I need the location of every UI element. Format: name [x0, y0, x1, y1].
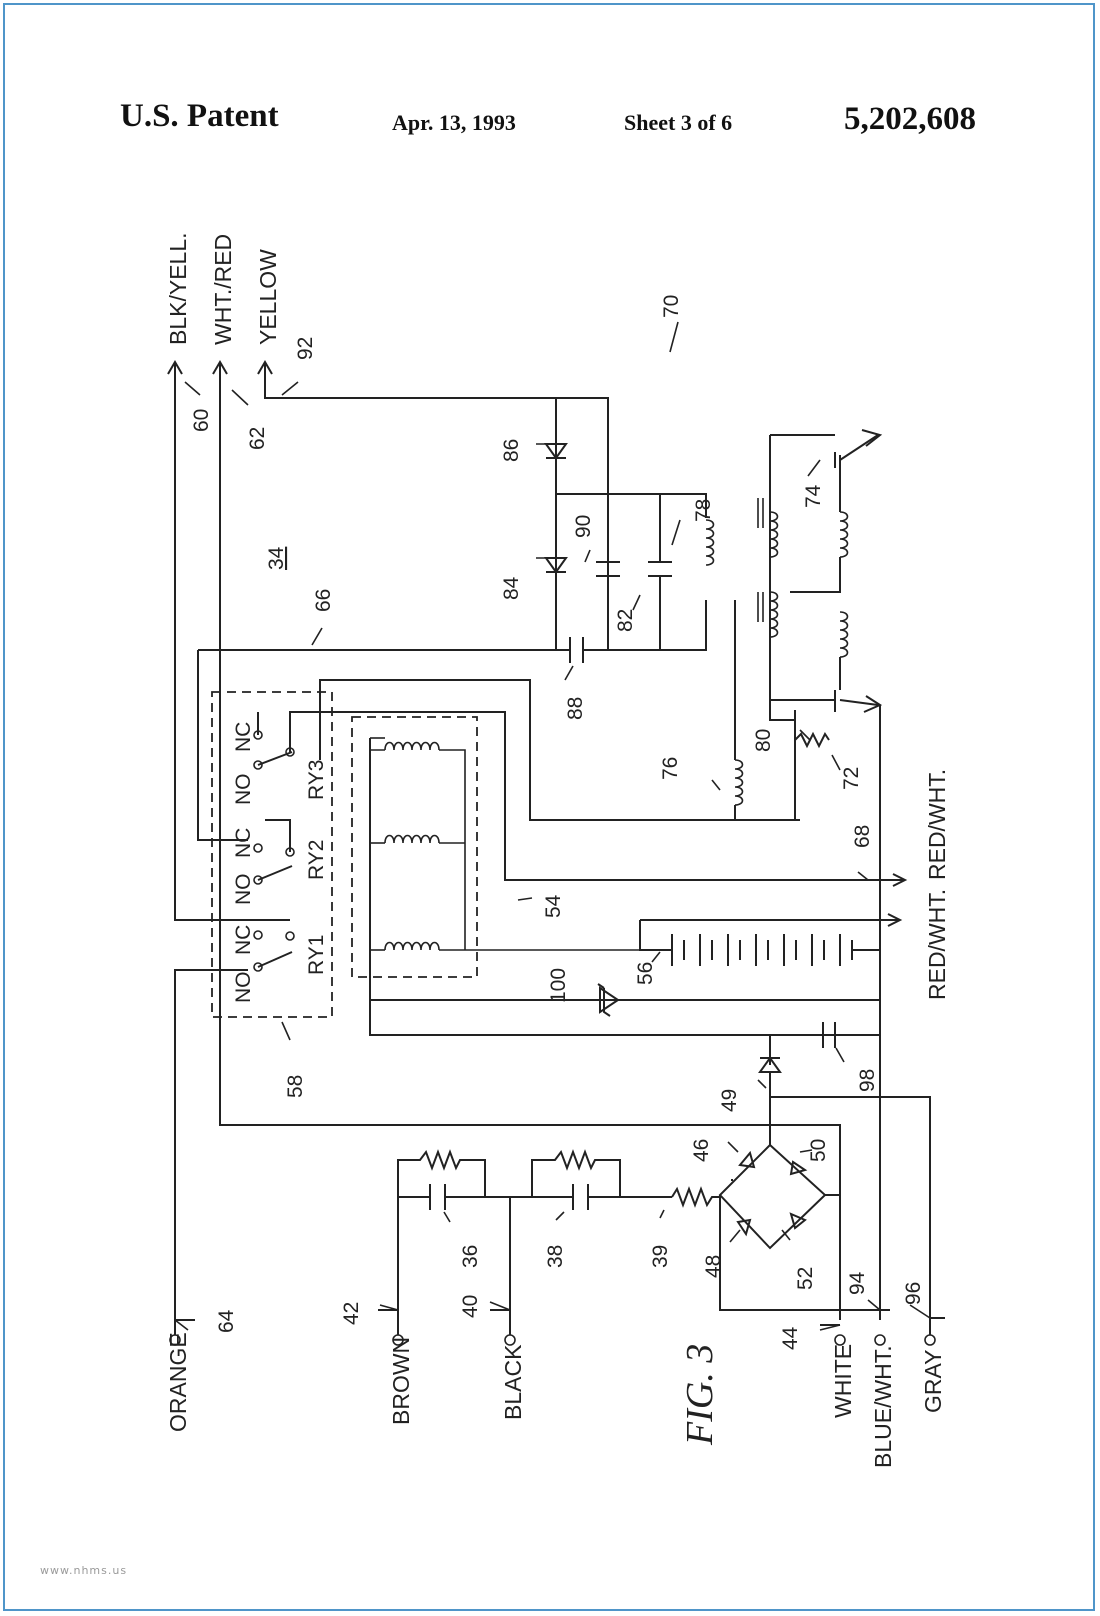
relay-ry2-label: RY2 [305, 840, 328, 880]
label-blue-wht: BLUE/WHT. [870, 1345, 896, 1468]
ref-44: 44 [779, 1326, 802, 1350]
ref-52: 52 [794, 1267, 817, 1290]
coil-middle [370, 834, 465, 844]
label-black: BLACK [500, 1344, 526, 1420]
relay-box-58 [211, 691, 333, 1018]
ref-46: 46 [690, 1139, 713, 1162]
ref-98: 98 [856, 1069, 879, 1092]
label-brown: BROWN [388, 1337, 414, 1425]
ry2-no-label: NO [232, 874, 255, 906]
ref-66: 66 [312, 589, 335, 612]
ref-39: 39 [649, 1245, 672, 1268]
relay-labels: RY1 RY2 RY3 NO NC NO NC NO NC [232, 722, 328, 1003]
page-frame [3, 3, 1095, 1611]
wire-62 [212, 360, 841, 1320]
ref-82: 82 [614, 609, 637, 632]
ref-34: 34 [265, 546, 288, 570]
wire-labels: BLK/YELL. WHT./RED YELLOW RED/WHT. RED/W… [165, 232, 950, 1468]
ref-76: 76 [659, 757, 682, 780]
ref-50: 50 [807, 1139, 830, 1162]
ref-40: 40 [459, 1295, 482, 1318]
relay-ry3-label: RY3 [305, 760, 328, 800]
battery-56 [639, 913, 903, 966]
ry3-coil-lead [319, 679, 800, 821]
ref-64: 64 [215, 1309, 238, 1333]
label-wht-red: WHT./RED [210, 234, 236, 345]
label-orange: ORANGE [165, 1332, 191, 1432]
ref-90: 90 [572, 515, 595, 538]
patent-date: Apr. 13, 1993 [392, 110, 516, 135]
ref-58: 58 [284, 1075, 307, 1098]
ref-88: 88 [564, 697, 587, 720]
ref-68: 68 [851, 825, 874, 848]
watermark: www.nhms.us [40, 1564, 128, 1577]
figure-label: FIG. 3 [679, 1344, 721, 1446]
wire-96 [770, 1096, 931, 1335]
ref-48: 48 [702, 1255, 725, 1278]
input-network [397, 1149, 720, 1335]
patent-office-label: U.S. Patent [120, 98, 279, 134]
arrow-68 [892, 873, 908, 887]
ref-62: 62 [246, 427, 269, 450]
ref-36: 36 [459, 1245, 482, 1268]
ref-38: 38 [544, 1245, 567, 1268]
relay-ry1 [253, 930, 295, 972]
ref-80: 80 [752, 729, 775, 752]
label-blk-yell: BLK/YELL. [165, 232, 191, 345]
terminal-orange [169, 1319, 195, 1346]
ref-94: 94 [846, 1271, 869, 1295]
leader-lines [174, 321, 931, 1331]
wire-92 [257, 360, 609, 650]
ry1-nc-label: NC [232, 925, 255, 955]
coil-box-54 [351, 716, 478, 978]
coil-upper [369, 737, 466, 950]
oscillator-70 [198, 398, 883, 820]
capacitor-98 [770, 1022, 880, 1048]
ref-92: 92 [294, 337, 317, 360]
relay-ry1-label: RY1 [305, 935, 328, 975]
ry2-nc-label: NC [232, 828, 255, 858]
sheet-number: Sheet 3 of 6 [624, 110, 733, 135]
label-yellow: YELLOW [255, 249, 281, 345]
ref-100: 100 [547, 968, 570, 1003]
ref-70: 70 [660, 295, 683, 318]
ry1-no-label: NO [232, 972, 255, 1004]
label-red-wht-top: RED/WHT. [924, 769, 950, 880]
wire-60 [167, 360, 290, 921]
ref-60: 60 [190, 409, 213, 432]
label-red-wht-bottom: RED/WHT. [924, 889, 950, 1000]
ref-74: 74 [802, 484, 825, 508]
ref-42: 42 [340, 1302, 363, 1325]
diode-49 [758, 1035, 782, 1145]
wire-64 [174, 969, 248, 1335]
ref-96: 96 [902, 1282, 925, 1305]
label-gray: GRAY [920, 1350, 946, 1413]
ref-49: 49 [718, 1089, 741, 1112]
terminal-brown [378, 1309, 404, 1346]
terminal-gray [924, 1317, 945, 1346]
wire-66 [197, 650, 248, 841]
coil-lower [370, 941, 640, 951]
ref-56: 56 [634, 962, 657, 985]
ref-78: 78 [692, 499, 715, 522]
ry3-no-label: NO [232, 774, 255, 806]
ref-84: 84 [500, 576, 523, 600]
relay-ry3 [253, 711, 880, 881]
bridge-rectifier [718, 1143, 870, 1311]
terminal-white [820, 1324, 846, 1346]
label-white: WHITE [830, 1344, 856, 1418]
ref-72: 72 [840, 767, 863, 790]
coil-common-line [369, 738, 880, 1036]
reference-numerals: 34 36 38 39 40 42 44 46 48 49 50 52 54 5… [190, 295, 925, 1350]
relay-ry2 [253, 819, 295, 885]
patent-number: 5,202,608 [844, 101, 976, 137]
ref-86: 86 [500, 439, 523, 462]
terminal-black [490, 1309, 516, 1346]
ry3-nc-label: NC [232, 722, 255, 752]
ref-54: 54 [542, 894, 565, 918]
terminal-blue-wht [870, 1309, 890, 1346]
zener-100 [597, 983, 620, 1017]
